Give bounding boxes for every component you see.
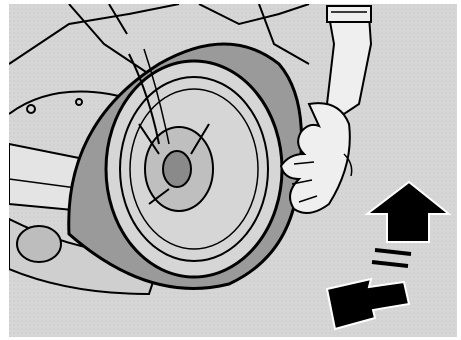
illustration-panel — [9, 4, 457, 337]
wheel-illustration — [9, 4, 457, 337]
